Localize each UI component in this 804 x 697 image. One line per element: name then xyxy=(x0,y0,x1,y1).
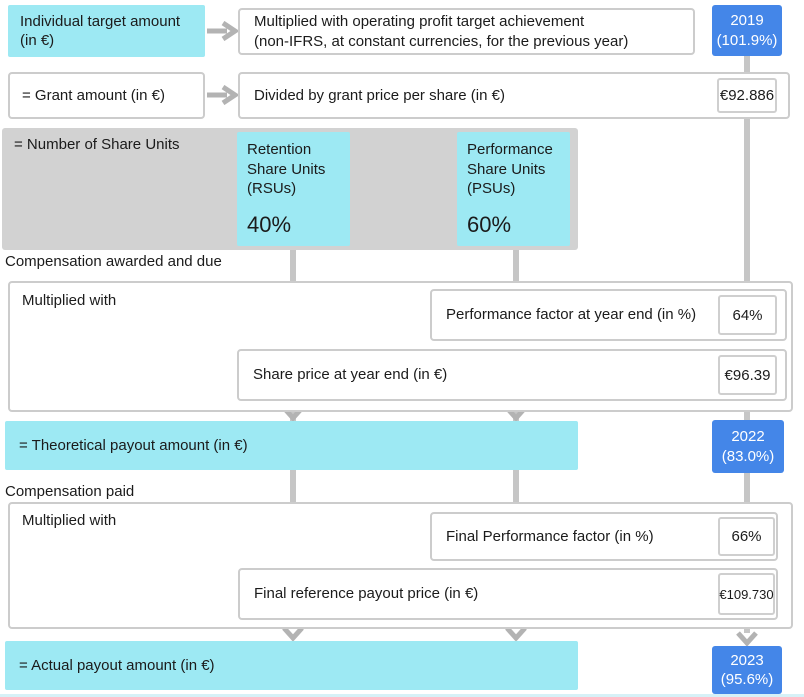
down-arrow-icon xyxy=(736,631,758,646)
final-performance-factor-label: Final Performance factor (in %) xyxy=(446,527,654,545)
share-price-value: €96.39 xyxy=(724,366,771,384)
final-performance-factor-value-box: 66% xyxy=(718,517,775,556)
year-2019-badge: 2019 (101.9%) xyxy=(712,5,782,56)
performance-factor-label: Performance factor at year end (in %) xyxy=(446,306,697,324)
achievement-label: (95.6%) xyxy=(720,671,774,688)
individual-target-amount-box: Individual target amount (in €) xyxy=(8,5,205,57)
grant-price-label: Divided by grant price per share (in €) xyxy=(254,86,505,104)
down-arrow-icon xyxy=(505,626,527,641)
year-2023-badge: 2023 (95.6%) xyxy=(712,646,782,694)
year-label: 2019 xyxy=(730,12,764,29)
final-reference-price-box: Final reference payout price (in €) xyxy=(238,568,778,620)
final-performance-factor-value: 66% xyxy=(731,528,762,545)
rsu-line3: (RSUs) xyxy=(247,180,297,197)
achievement-label: (101.9%) xyxy=(716,31,778,49)
bottom-rule xyxy=(0,694,804,697)
right-arrow-icon xyxy=(207,21,239,41)
year-2022-badge: 2022 (83.0%) xyxy=(712,420,784,473)
achievement-label: (83.0%) xyxy=(721,447,775,465)
performance-factor-value-box: 64% xyxy=(718,295,777,335)
share-price-box: Share price at year end (in €) xyxy=(237,349,787,401)
psu-percentage: 60% xyxy=(467,212,512,238)
actual-payout-label: = Actual payout amount (in €) xyxy=(19,656,215,674)
performance-factor-value: 64% xyxy=(732,306,763,324)
operation-line1: Multiplied with operating profit target … xyxy=(254,13,585,30)
rsu-line2: Share Units xyxy=(247,160,326,178)
year-label: 2022 xyxy=(731,428,765,445)
down-arrow-icon xyxy=(282,626,304,641)
grant-amount-label: = Grant amount (in €) xyxy=(22,86,165,104)
rsu-percentage: 40% xyxy=(247,212,292,238)
grant-price-value-box: €92.886 xyxy=(717,78,777,113)
theoretical-payout-box: = Theoretical payout amount (in €) xyxy=(5,421,578,470)
operation-line2: (non-IFRS, at constant currencies, for t… xyxy=(254,32,629,50)
individual-target-amount-label: Individual target amount (in €) xyxy=(20,12,181,50)
awarded-multiplied-label: Multiplied with xyxy=(22,292,117,309)
rsu-line1: Retention xyxy=(247,141,312,158)
share-units-label: = Number of Share Units xyxy=(14,136,180,153)
share-price-label: Share price at year end (in €) xyxy=(253,366,448,384)
paid-multiplied-label: Multiplied with xyxy=(22,512,117,529)
theoretical-payout-label: = Theoretical payout amount (in €) xyxy=(19,436,248,454)
psu-line1: Performance xyxy=(467,141,553,158)
paid-section-heading: Compensation paid xyxy=(5,483,135,500)
psu-box: Performance Share Units (PSUs) 60% xyxy=(457,132,570,246)
final-reference-price-label: Final reference payout price (in €) xyxy=(254,585,479,603)
grant-price-value: €92.886 xyxy=(719,87,775,104)
grant-amount-box: = Grant amount (in €) xyxy=(8,72,205,119)
grant-price-divider-box: Divided by grant price per share (in €) xyxy=(238,72,790,119)
psu-line3: (PSUs) xyxy=(467,180,516,197)
rsu-box: Retention Share Units (RSUs) 40% xyxy=(237,132,350,246)
operating-profit-multiplier-box: Multiplied with operating profit target … xyxy=(238,8,695,55)
year-label: 2023 xyxy=(730,651,764,669)
share-price-value-box: €96.39 xyxy=(718,355,777,395)
actual-payout-box: = Actual payout amount (in €) xyxy=(5,641,578,690)
right-arrow-icon xyxy=(207,85,239,105)
psu-line2: Share Units xyxy=(467,160,546,178)
awarded-section-heading: Compensation awarded and due xyxy=(5,253,222,270)
final-reference-price-value-box: €109.730 xyxy=(718,573,775,615)
final-reference-price-value: €109.730 xyxy=(719,586,774,602)
